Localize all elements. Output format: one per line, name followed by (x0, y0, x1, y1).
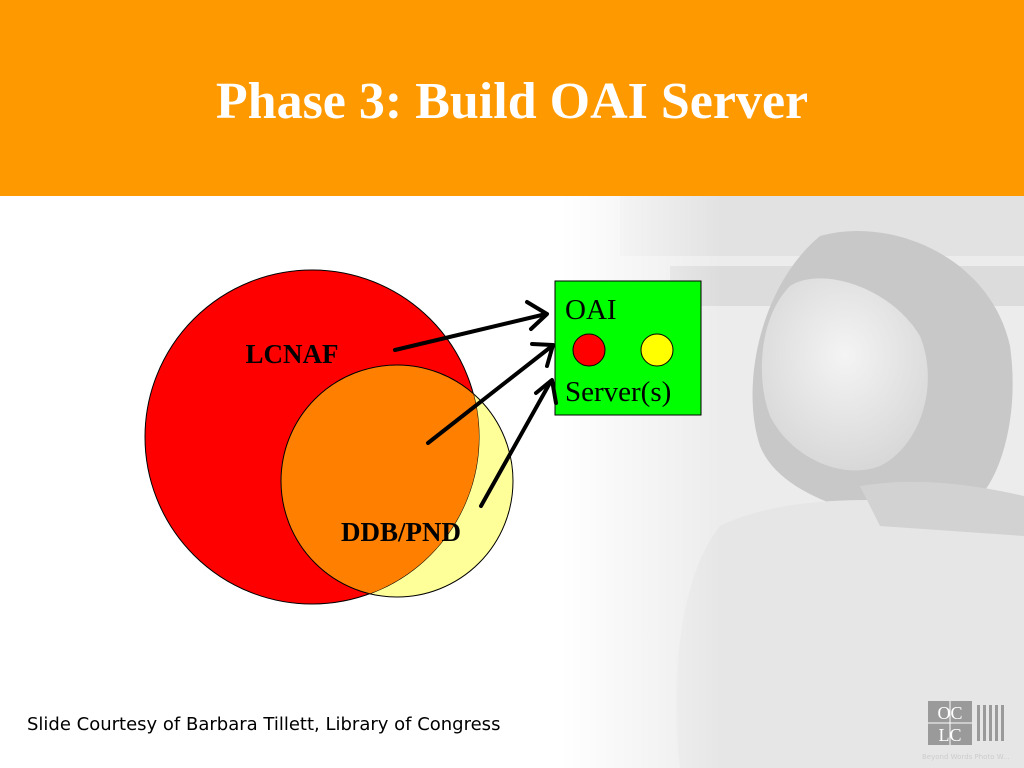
photo-credit: Beyond Words Photo W... (922, 753, 1010, 761)
ddb-pnd-label: DDB/PND (341, 517, 461, 547)
slide-credit: Slide Courtesy of Barbara Tillett, Libra… (27, 714, 501, 735)
arrow-ddb-to-server (479, 378, 558, 508)
lcnaf-label: LCNAF (246, 339, 339, 369)
slide-title: Phase 3: Build OAI Server (215, 73, 809, 130)
red-dot (572, 333, 606, 367)
yellow-dot (640, 333, 674, 367)
server-box-oai-label: OAI (565, 294, 617, 326)
arrow-lcnaf-to-server (393, 300, 549, 352)
oclc-logo-row-1: OC (937, 703, 962, 723)
server-box: OAI Server(s) (554, 280, 702, 416)
arrow-overlap-to-server (426, 342, 555, 445)
venn-diagram: LCNAF DDB/PND OAI Server(s) (144, 269, 702, 605)
server-box-servers-label: Server(s) (565, 376, 671, 408)
slide-header (0, 0, 1024, 196)
oclc-logo: OC LC (928, 701, 1004, 745)
oclc-logo-row-2: LC (938, 725, 961, 745)
background-photo (560, 196, 1024, 768)
